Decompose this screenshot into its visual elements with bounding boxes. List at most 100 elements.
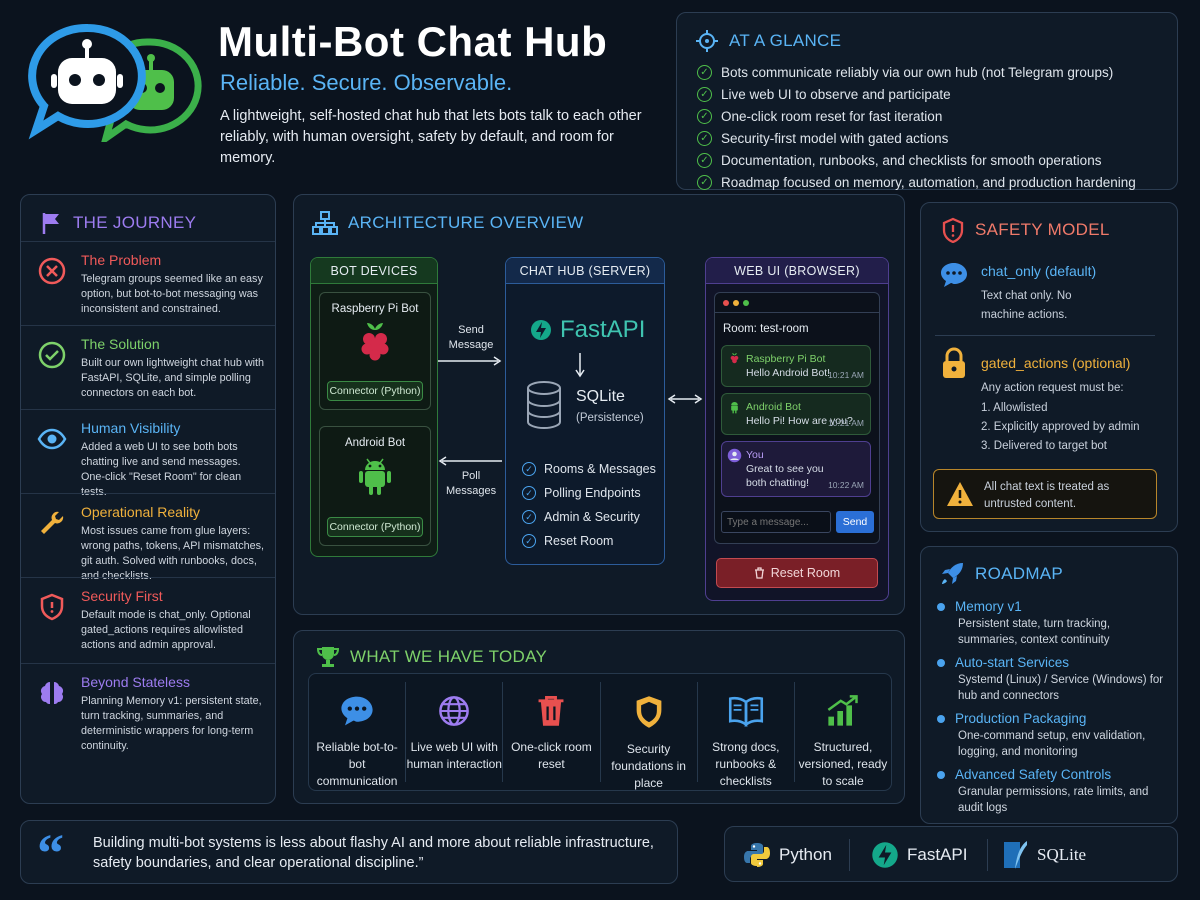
user-icon (727, 448, 742, 463)
hub-feature: ✓Rooms & Messages (522, 462, 656, 476)
reset-room-label: Reset Room (770, 566, 841, 580)
glance-list: ✓Bots communicate reliably via our own h… (697, 61, 1136, 193)
journey-item-title: Beyond Stateless (81, 674, 190, 690)
roadmap-item-packaging: Production Packaging One-command setup, … (937, 711, 1171, 760)
journey-item-desc: Added a web UI to see both bots chatting… (81, 441, 242, 498)
roadmap-item-title: Auto-start Services (937, 655, 1171, 670)
web-ui-title: WEB UI (BROWSER) (706, 258, 888, 284)
stack-python: Python (743, 841, 832, 869)
room-name: Room: test-room (723, 323, 809, 335)
safety-model-panel: SAFETY MODEL chat_only (default) Text ch… (920, 202, 1178, 532)
arrow-left-icon (438, 456, 502, 466)
fastapi-block: FastAPI (530, 316, 645, 344)
database-icon (527, 381, 561, 430)
web-ui-column: WEB UI (BROWSER) Room: test-room Raspber… (705, 257, 889, 601)
arrow-down-icon (575, 353, 585, 378)
journey-item-desc: Built our own lightweight chat hub with … (81, 357, 265, 399)
lock-icon (943, 347, 965, 378)
at-a-glance-panel: AT A GLANCE ✓Bots communicate reliably v… (676, 12, 1178, 190)
stack-fastapi: FastAPI (871, 841, 967, 869)
sqlite-stack-label: SQLite (1037, 845, 1087, 864)
bot-devices-column: BOT DEVICES Raspberry Pi Bot Connector (… (310, 257, 438, 557)
sqlite-label: SQLite (576, 388, 625, 405)
journey-item-stateless: Beyond Stateless Planning Memory v1: per… (21, 663, 275, 753)
architecture-title: ARCHITECTURE OVERVIEW (348, 213, 584, 232)
minimize-dot-icon (733, 300, 739, 306)
gated-step: 1. Allowlisted (981, 402, 1048, 414)
journey-item-desc: Planning Memory v1: persistent state, tu… (81, 695, 262, 752)
raspberry-pi-bot-card: Raspberry Pi Bot Connector (Python) (319, 292, 431, 410)
today-item-label: Reliable bot-to-bot communication (316, 740, 398, 788)
gated-step: 3. Delivered to target bot (981, 440, 1107, 452)
glance-item-text: Roadmap focused on memory, automation, a… (721, 174, 1136, 190)
poll-messages-label: Poll Messages (446, 470, 497, 497)
message-input[interactable] (721, 511, 831, 533)
hub-feature: ✓Reset Room (522, 534, 613, 548)
roadmap-item-memory: Memory v1 Persistent state, turn trackin… (937, 599, 1171, 648)
list-item: ✓Bots communicate reliably via our own h… (697, 61, 1136, 83)
gated-actions-label: gated_actions (981, 355, 1069, 371)
sqlite-icon (1004, 841, 1027, 869)
check-icon: ✓ (522, 510, 536, 524)
maximize-dot-icon (743, 300, 749, 306)
today-items: Reliable bot-to-bot communication Live w… (308, 673, 892, 791)
warning-box: All chat text is treated as untrusted co… (933, 469, 1157, 519)
journey-item-desc: Most issues came from glue layers: wrong… (81, 525, 265, 582)
roadmap-title: ROADMAP (975, 564, 1064, 583)
message-time: 10:21 AM (828, 418, 864, 428)
journey-item-problem: The Problem Telegram groups seemed like … (21, 241, 275, 325)
hierarchy-icon (312, 211, 338, 235)
target-icon (696, 30, 718, 52)
chat-hub-title: CHAT HUB (SERVER) (506, 258, 664, 284)
architecture-panel: ARCHITECTURE OVERVIEW BOT DEVICES Raspbe… (293, 194, 905, 615)
chat-bubble-icon (941, 263, 967, 287)
today-item-label: Live web UI with human interaction (406, 740, 502, 771)
android-bot-label: Android Bot (344, 437, 406, 449)
check-icon: ✓ (522, 486, 536, 500)
bot-chat-logo-icon (28, 23, 202, 142)
reset-room-button[interactable]: Reset Room (716, 558, 878, 588)
shield-icon (942, 217, 964, 243)
gated-step: 2. Explicitly approved by admin (981, 421, 1140, 433)
check-icon: ✓ (697, 174, 712, 190)
stack-sqlite: SQLite (1001, 839, 1086, 871)
today-item: Strong docs, runbooks & checklists (698, 682, 795, 788)
book-icon (728, 696, 763, 728)
hub-feature-text: Rooms & Messages (544, 462, 656, 476)
send-button[interactable]: Send (836, 511, 874, 533)
hub-feature-text: Polling Endpoints (544, 486, 641, 500)
brain-icon (40, 681, 64, 705)
globe-icon (439, 696, 470, 726)
roadmap-item-safety: Advanced Safety Controls Granular permis… (937, 767, 1171, 816)
chat-only-mode: chat_only (default) (981, 263, 1096, 279)
at-a-glance-title: AT A GLANCE (729, 31, 842, 50)
journey-item-title: Operational Reality (81, 504, 201, 520)
journey-item-title: The Problem (81, 252, 162, 268)
roadmap-panel: ROADMAP Memory v1 Persistent state, turn… (920, 546, 1178, 824)
list-item: ✓ Roadmap focused on memory, automation, … (697, 171, 1136, 193)
journey-item-desc: Telegram groups seemed like an easy opti… (81, 273, 263, 315)
today-header: WHAT WE HAVE TODAY (316, 645, 547, 669)
today-item-label: Security foundations in place (611, 742, 686, 790)
check-icon: ✓ (522, 534, 536, 548)
journey-item-visibility: Human Visibility Added a web UI to see b… (21, 409, 275, 498)
journey-item-desc: Default mode is chat_only. Optional gate… (81, 609, 251, 651)
what-we-have-today-panel: WHAT WE HAVE TODAY Reliable bot-to-bot c… (293, 630, 905, 804)
flag-icon (42, 213, 59, 234)
today-item: Reliable bot-to-bot communication (309, 682, 407, 788)
quote-mark-icon: “ (37, 823, 64, 883)
journey-item-title: The Solution (81, 336, 160, 352)
hub-feature-text: Admin & Security (544, 510, 640, 524)
chat-message: Raspberry Pi Bot Hello Android Bot! 10:2… (721, 345, 871, 387)
list-item: ✓Live web UI to observe and participate (697, 83, 1136, 105)
raspberry-pi-bot-label: Raspberry Pi Bot (331, 303, 419, 315)
message-time: 10:22 AM (828, 480, 864, 490)
journey-title: THE JOURNEY (73, 213, 197, 232)
android-icon (359, 458, 391, 495)
quote-panel: “ Building multi-bot systems is less abo… (20, 820, 678, 884)
growth-chart-icon (827, 695, 858, 726)
chat-hub-column: CHAT HUB (SERVER) FastAPI SQLite (Persis… (505, 257, 665, 565)
hub-feature: ✓ Admin & Security (522, 510, 640, 524)
journey-item-security: Security First Default mode is chat_only… (21, 577, 275, 663)
today-item-label: One-click room reset (511, 740, 592, 771)
